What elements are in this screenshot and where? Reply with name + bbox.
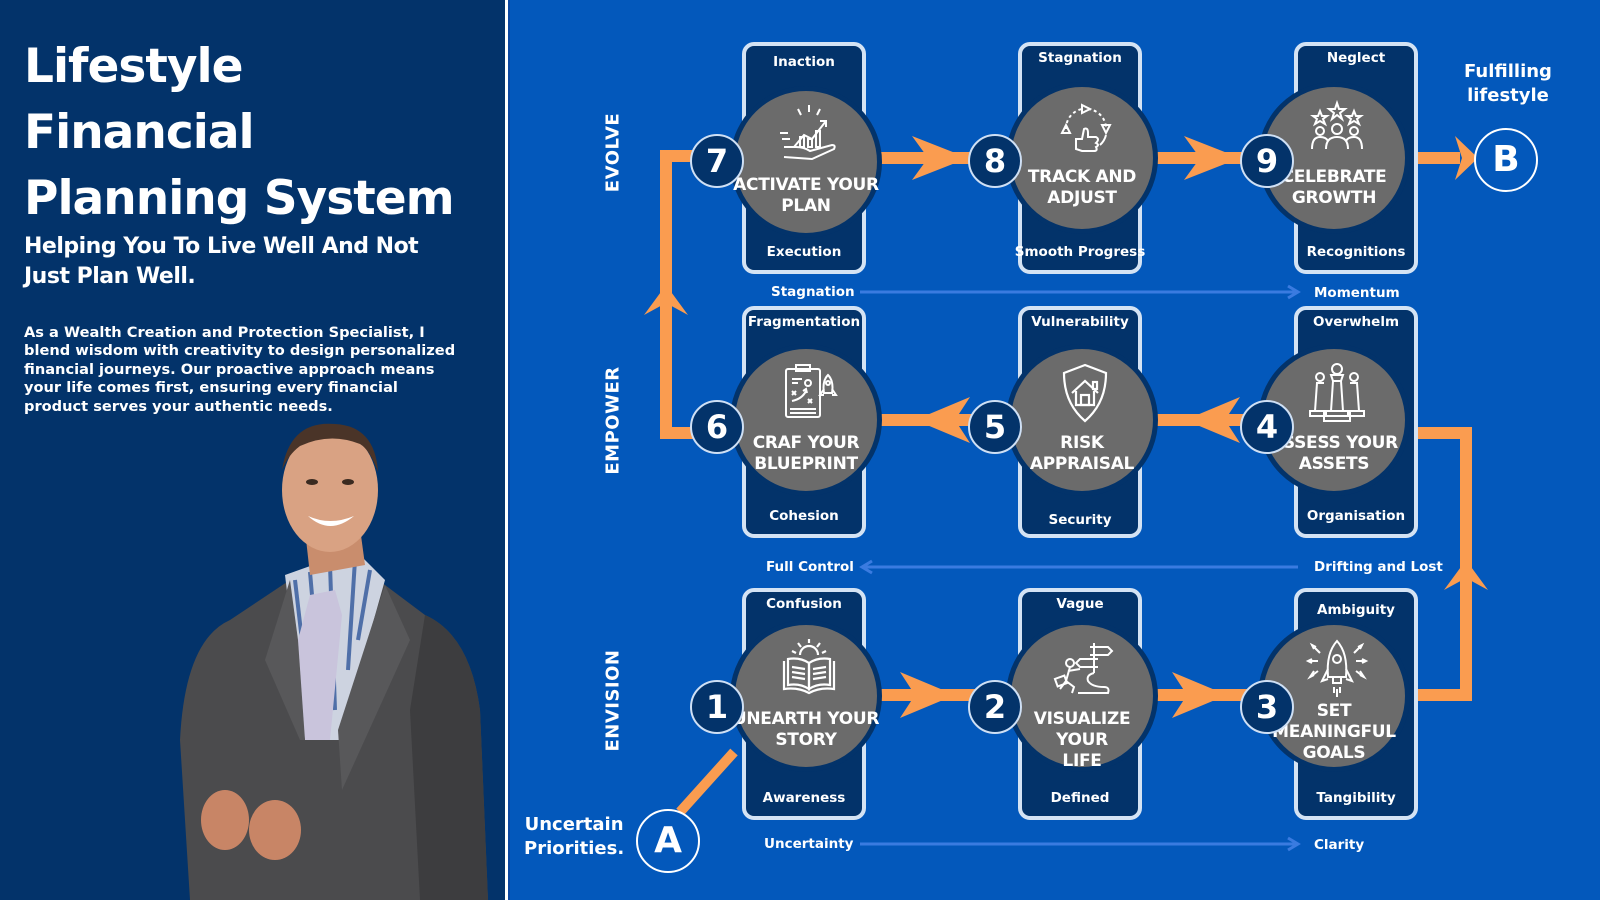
title-line-2: Financial [24, 105, 255, 160]
arrowhead-2-to-3 [1172, 672, 1227, 718]
step-to-state: Cohesion [769, 508, 839, 524]
step-from-state: Ambiguity [1317, 602, 1395, 618]
step-to-state: Organisation [1306, 508, 1406, 524]
step-number-badge-5: 5 [968, 400, 1022, 454]
arrowhead-8-to-9 [1184, 136, 1240, 180]
state-arrowhead-evolve [1287, 284, 1301, 300]
step-number-badge-4: 4 [1240, 400, 1294, 454]
step-number-badge-3: 3 [1240, 680, 1294, 734]
phase-label-evolve: EVOLVE [602, 112, 624, 193]
step-to-state: Recognitions [1306, 244, 1406, 260]
step-number-badge-6: 6 [690, 400, 744, 454]
start-point-a: A [636, 809, 700, 873]
arrowhead-4-to-5 [1185, 397, 1240, 443]
advisor-portrait [180, 423, 488, 900]
open-book-sunrise-icon [782, 639, 836, 695]
step-from-state: Overwhelm [1312, 314, 1400, 330]
step-from-state: Vague [1056, 596, 1104, 612]
cycle-thumbs-up-icon [1060, 103, 1112, 152]
step-to-state: Smooth Progress [1014, 244, 1146, 260]
arrowhead-7-to-8 [912, 136, 968, 180]
arrowhead-6-to-7 [644, 285, 688, 315]
tagline: Helping You To Live Well And Not Just Pl… [24, 234, 419, 289]
team-stars-icon [1310, 99, 1364, 150]
title-line-3: Planning System [24, 171, 455, 226]
end-point-b: B [1474, 128, 1538, 192]
connector-6-to-7-vertical [660, 150, 672, 439]
connector-3-to-4-vertical [1460, 427, 1472, 701]
clipboard-strategy-rocket-icon [785, 364, 838, 418]
step-from-state: Inaction [773, 54, 835, 70]
rocket-launch-icon [1305, 639, 1369, 697]
intro-panel: Lifestyle Financial Planning System Help… [0, 0, 505, 900]
row-transition-to: Clarity [1314, 837, 1365, 853]
step-to-state: Awareness [762, 790, 846, 806]
step-from-state: Fragmentation [747, 314, 861, 330]
connector-4-in [1410, 427, 1472, 439]
step-number-badge-7: 7 [690, 134, 744, 188]
step-number-badge-2: 2 [968, 680, 1022, 734]
chess-pieces-icon [1309, 363, 1365, 422]
step-to-state: Tangibility [1316, 790, 1396, 806]
description: As a Wealth Creation and Protection Spec… [24, 324, 456, 415]
panel-divider [505, 0, 508, 900]
title-line-1: Lifestyle [24, 39, 243, 94]
step-number-badge-9: 9 [1240, 134, 1294, 188]
step-from-state: Vulnerability [1031, 314, 1129, 330]
step-from-state: Confusion [766, 596, 842, 612]
step-to-state: Execution [766, 244, 842, 260]
step-from-state: Stagnation [1038, 50, 1122, 66]
step-to-state: Defined [1050, 790, 1110, 806]
row-transition-to: Full Control [766, 559, 854, 575]
step-number-badge-8: 8 [968, 134, 1022, 188]
arrowhead-5-to-6 [915, 397, 970, 443]
hand-growth-chart-icon [780, 105, 836, 161]
connector-a-to-1 [676, 748, 738, 816]
row-transition-from: Stagnation [771, 284, 855, 300]
state-arrowhead-empower [859, 559, 873, 575]
shield-house-icon [1062, 363, 1108, 423]
panel-divider-shadow [508, 0, 510, 900]
step-from-state: Neglect [1326, 50, 1386, 66]
phase-label-empower: EMPOWER [602, 366, 624, 475]
climber-signpost-icon [1053, 643, 1114, 694]
state-arrowhead-envision [1287, 836, 1301, 852]
row-transition-to: Momentum [1314, 285, 1400, 301]
page-title: Lifestyle Financial Planning System [24, 34, 455, 232]
step-to-state: Security [1048, 512, 1112, 528]
connector-3-out [1410, 689, 1472, 701]
arrowhead-1-to-2 [900, 672, 955, 718]
phase-label-envision: ENVISION [602, 649, 624, 752]
row-transition-from: Uncertainty [764, 836, 854, 852]
step-number-badge-1: 1 [690, 680, 744, 734]
arrowhead-3-to-4 [1444, 560, 1488, 590]
row-transition-from: Drifting and Lost [1314, 559, 1443, 575]
